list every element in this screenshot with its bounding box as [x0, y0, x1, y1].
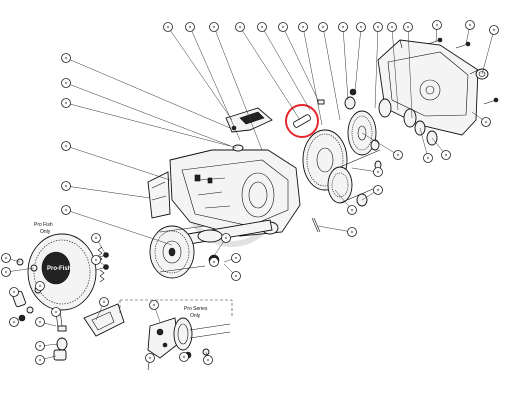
callout-leader — [302, 26, 323, 126]
callout-leader — [189, 26, 241, 141]
callout-number-mark — [350, 208, 354, 212]
callout-leader — [322, 26, 341, 121]
callout-number-mark — [64, 208, 68, 212]
callout-number-mark — [492, 28, 496, 32]
callout-number-mark — [212, 25, 216, 29]
callout-number-mark — [234, 256, 238, 260]
gear-housing — [377, 39, 479, 136]
callout-number-mark — [396, 153, 400, 157]
callout-number-mark — [376, 170, 380, 174]
callout-leader — [239, 26, 301, 121]
callout-leader — [65, 82, 237, 149]
callout-number-mark — [376, 25, 380, 29]
callout-number-mark — [4, 270, 8, 274]
callout-number-mark — [64, 144, 68, 148]
pro-fish-drum — [27, 233, 97, 311]
pro-series-bracket-line — [119, 299, 233, 318]
callout-number-mark — [359, 25, 363, 29]
drive-shaft-gear — [327, 149, 381, 204]
pro-fish-note-line1: Pro Fish — [34, 222, 53, 228]
callout-number-mark — [166, 25, 170, 29]
callout-leader — [481, 29, 495, 75]
callout-number-mark — [152, 303, 156, 307]
callout-leader — [391, 26, 399, 111]
callout-number-mark — [406, 25, 410, 29]
callout-number-mark — [238, 25, 242, 29]
pro-series-note-line1: Pro Series — [184, 306, 208, 312]
callout-number-mark — [12, 320, 16, 324]
side-bracket — [147, 171, 171, 219]
callout-number-mark — [38, 358, 42, 362]
callout-number-mark — [234, 274, 238, 278]
callout-leader — [342, 26, 349, 101]
callout-number-mark — [4, 256, 8, 260]
callout-number-mark — [350, 230, 354, 234]
callout-number-mark — [54, 310, 58, 314]
callout-number-mark — [206, 358, 210, 362]
callout-leader — [419, 127, 429, 159]
top-lever — [225, 107, 273, 152]
main-frame — [169, 149, 301, 237]
callout-leader — [65, 57, 231, 129]
callout-markers — [1, 20, 499, 365]
callout-number-mark — [64, 81, 68, 85]
callout-leader — [213, 26, 263, 151]
callout-leader — [361, 132, 399, 156]
callout-leader — [65, 209, 173, 246]
spool-assembly — [149, 225, 206, 279]
housing-screws — [427, 37, 499, 105]
callout-number-mark — [468, 23, 472, 27]
callout-number-mark — [376, 188, 380, 192]
callout-leader — [65, 185, 151, 199]
callout-number-mark — [426, 156, 430, 160]
pro-series-note-line2: Only — [190, 313, 201, 319]
callout-leader — [407, 26, 413, 119]
callout-number-mark — [390, 25, 394, 29]
drive-shaft — [181, 219, 273, 246]
callout-number-mark — [38, 344, 42, 348]
callout-number-mark — [64, 184, 68, 188]
callout-leader — [317, 225, 353, 233]
mounting-clip — [83, 303, 125, 337]
callout-number-mark — [224, 236, 228, 240]
callout-number-mark — [64, 56, 68, 60]
highlight-circle — [285, 104, 319, 138]
highlighted-pin — [285, 104, 319, 138]
callout-number-mark — [38, 284, 42, 288]
callout-number-mark — [321, 25, 325, 29]
callout-number-mark — [444, 153, 448, 157]
callout-leader — [374, 26, 379, 109]
pro-series-assembly — [147, 317, 231, 371]
callout-number-mark — [341, 25, 345, 29]
callout-number-mark — [94, 236, 98, 240]
callout-number-mark — [281, 25, 285, 29]
callout-number-mark — [12, 290, 16, 294]
callout-number-mark — [38, 320, 42, 324]
callout-leader — [65, 145, 171, 181]
callout-number-mark — [188, 25, 192, 29]
callout-leader — [261, 26, 311, 111]
callout-number-mark — [64, 101, 68, 105]
callout-number-mark — [301, 25, 305, 29]
callout-number-mark — [102, 300, 106, 304]
pro-fish-spring — [97, 246, 105, 283]
callout-leader — [354, 26, 362, 93]
callout-leader — [167, 26, 233, 121]
callout-number-mark — [260, 25, 264, 29]
callout-number-mark — [435, 23, 439, 27]
callout-number-mark — [484, 120, 488, 124]
callout-number-mark — [212, 260, 216, 264]
pro-fish-logo: Pro-Fish — [47, 266, 72, 272]
callout-number-mark — [94, 258, 98, 262]
pro-fish-note-line2: Only — [40, 229, 51, 235]
callout-number-mark — [148, 356, 152, 360]
callout-leader — [65, 102, 231, 147]
callout-leader — [282, 26, 319, 101]
callout-number-mark — [182, 355, 186, 359]
